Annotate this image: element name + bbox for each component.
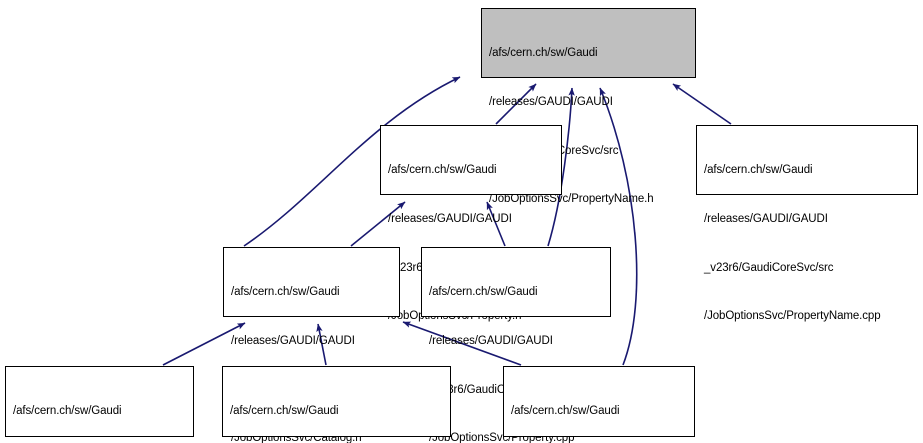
node-path-line: /afs/cern.ch/sw/Gaudi bbox=[429, 286, 538, 299]
graph-node-property-h[interactable]: /afs/cern.ch/sw/Gaudi /releases/GAUDI/GA… bbox=[380, 125, 562, 322]
node-path-line: _v23r6/GaudiCoreSvc/src bbox=[704, 261, 834, 274]
node-path-line: /releases/GAUDI/GAUDI bbox=[231, 335, 355, 348]
node-path-line: /JobOptionsSvc/PropertyName.cpp bbox=[704, 310, 881, 323]
graph-node-joboptionssvc-cpp[interactable]: /afs/cern.ch/sw/Gaudi /releases/GAUDI/GA… bbox=[222, 366, 451, 437]
node-path-line: /afs/cern.ch/sw/Gaudi bbox=[704, 164, 813, 177]
node-path-line: /JobOptionsSvc/PropertyName.h bbox=[489, 193, 654, 206]
node-path-line: /afs/cern.ch/sw/Gaudi bbox=[489, 47, 598, 60]
node-path-line: /JobOptionsSvc/Property.cpp bbox=[429, 432, 575, 443]
node-path-line: /afs/cern.ch/sw/Gaudi bbox=[388, 164, 497, 177]
node-path-line: /afs/cern.ch/sw/Gaudi bbox=[13, 405, 122, 418]
node-path-line: /afs/cern.ch/sw/Gaudi bbox=[230, 405, 339, 418]
node-path-line: /afs/cern.ch/sw/Gaudi bbox=[511, 405, 620, 418]
graph-node-property-cpp[interactable]: /afs/cern.ch/sw/Gaudi /releases/GAUDI/GA… bbox=[421, 247, 611, 443]
node-path-line: /releases/GAUDI/GAUDI bbox=[429, 335, 553, 348]
node-path-line: /releases/GAUDI/GAUDI bbox=[489, 96, 613, 109]
graph-node-catalog-cpp[interactable]: /afs/cern.ch/sw/Gaudi /releases/GAUDI/GA… bbox=[5, 366, 194, 437]
node-path-line: /releases/GAUDI/GAUDI bbox=[388, 213, 512, 226]
node-path-line: /releases/GAUDI/GAUDI bbox=[704, 213, 828, 226]
node-path-line: /JobOptionsSvc/Catalog.h bbox=[231, 432, 362, 443]
graph-node-propertyname-cpp[interactable]: /afs/cern.ch/sw/Gaudi /releases/GAUDI/GA… bbox=[696, 125, 918, 322]
graph-node-propertyname-h[interactable]: /afs/cern.ch/sw/Gaudi /releases/GAUDI/GA… bbox=[481, 8, 696, 205]
node-path-line: /afs/cern.ch/sw/Gaudi bbox=[231, 286, 340, 299]
graph-node-catalog-h[interactable]: /afs/cern.ch/sw/Gaudi /releases/GAUDI/GA… bbox=[223, 247, 400, 443]
graph-node-analyzer-cpp[interactable]: /afs/cern.ch/sw/Gaudi /releases/GAUDI/GA… bbox=[503, 366, 695, 437]
